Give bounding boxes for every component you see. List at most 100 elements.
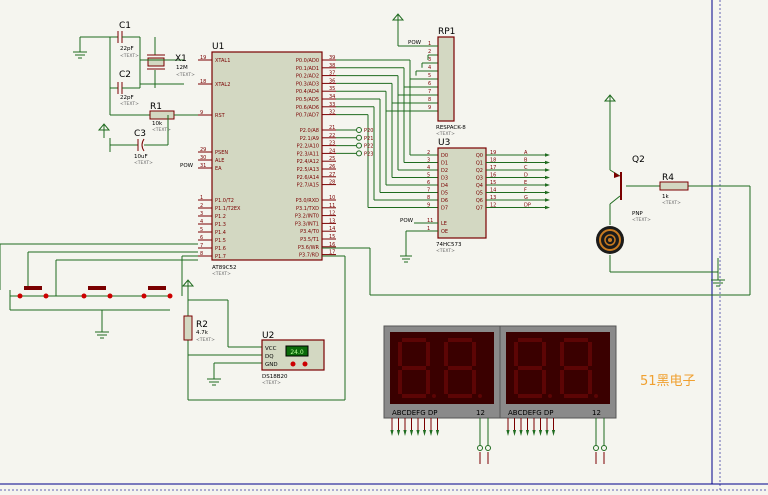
push-button-3[interactable]	[141, 286, 173, 299]
u3-q-pin: Q4	[476, 183, 483, 189]
u1-pin-num: 12	[329, 211, 335, 217]
u1-pin-num: 27	[329, 172, 335, 178]
u1-pin-num: 29	[200, 147, 206, 153]
u3-ctrl-pin: LE	[441, 221, 447, 227]
segment	[444, 370, 448, 394]
u1-pin-num: 14	[329, 226, 335, 232]
u2-text: <TEXT>	[262, 380, 281, 386]
segment	[564, 394, 588, 398]
p2-net-label: P22	[364, 144, 373, 150]
c3-ref: C3	[134, 129, 146, 139]
segment-dp	[594, 394, 598, 398]
segment	[514, 342, 518, 366]
mcu-u1[interactable]: U1 AT89C52 <TEXT> XTAL119XTAL218RST9PSEN…	[198, 42, 336, 277]
u1-pin-name: ALE	[215, 158, 224, 164]
buzzer[interactable]	[596, 226, 624, 254]
segment	[472, 342, 476, 366]
power-arrow-reset	[97, 123, 111, 138]
capacitor-c3[interactable]: C3 10uF <TEXT>	[109, 115, 169, 166]
u1-pin-name: P1.3	[215, 222, 226, 228]
u1-pin-name: P0.3/AD3	[296, 81, 319, 87]
u3-q-pin: Q0	[476, 153, 483, 159]
u1-pin-name: P3.7/RD	[299, 253, 319, 259]
transistor-q2[interactable]: Q2 PNP <TEXT>	[614, 155, 651, 223]
u1-pin-name: P2.5/A13	[297, 167, 319, 173]
r1-text: <TEXT>	[152, 127, 171, 133]
segment	[542, 342, 546, 366]
segment-dp	[432, 394, 436, 398]
u1-pin-num: 37	[329, 71, 335, 77]
r4-text: <TEXT>	[662, 200, 681, 206]
u1-pin-num: 35	[329, 86, 335, 92]
push-button-1[interactable]	[17, 286, 49, 299]
u3-output-label: B	[524, 158, 528, 164]
u3-ref: U3	[438, 138, 450, 148]
display-digit-label: 12	[476, 409, 485, 417]
segment	[472, 370, 476, 394]
crystal-x1[interactable]: X1 12M <TEXT>	[139, 37, 195, 88]
u1-pin-num: 26	[329, 164, 335, 170]
ground-symbol-crystal	[73, 36, 111, 88]
u3-output-label: D	[524, 173, 528, 179]
u1-pin-name: P3.2/INT0	[295, 214, 319, 220]
resistor-r1[interactable]: R1 10k <TEXT>	[109, 88, 198, 133]
segment	[518, 338, 542, 342]
resistor-r4[interactable]: R4 1k <TEXT>	[659, 173, 689, 206]
capacitor-c1[interactable]: C1 22pF <TEXT>	[110, 21, 140, 59]
u1-pin-name: P1.1/T2EX	[215, 206, 241, 212]
u3-q-num: 18	[490, 158, 496, 164]
u1-pin-num: 31	[200, 163, 206, 169]
c1-value: 22pF	[120, 46, 134, 52]
u1-pin-name: P0.0/AD0	[296, 58, 319, 64]
u1-pin-name: P3.5/T1	[300, 237, 319, 243]
c2-value: 22pF	[120, 95, 134, 101]
segment	[518, 366, 542, 370]
u1-pin-num: 18	[200, 79, 206, 85]
capacitor-c2[interactable]: C2 22pF <TEXT>	[110, 70, 140, 107]
resistor-r2[interactable]: R2 4.7k <TEXT>	[183, 315, 215, 343]
u1-pin-num: 17	[329, 250, 335, 256]
segment	[398, 370, 402, 394]
u1-pin-name: P0.2/AD2	[296, 74, 319, 80]
u1-pin-num: 32	[329, 110, 335, 116]
rp1-pin-num: 2	[428, 49, 431, 55]
q2-value: PNP	[632, 211, 643, 217]
u1-pin-name: P3.4/T0	[300, 229, 319, 235]
buzzer-drive-wire	[322, 247, 750, 296]
u3-d-num: 9	[427, 203, 430, 209]
u1-pin-num: 33	[329, 102, 335, 108]
u3-d-pin: D0	[441, 153, 448, 159]
c3-text: <TEXT>	[134, 160, 153, 166]
r4-value: 1k	[662, 194, 669, 200]
u2-pin-vcc: VCC	[265, 346, 277, 352]
segment	[398, 342, 402, 366]
r2-text: <TEXT>	[196, 337, 215, 343]
p0-bus-wires	[336, 54, 438, 208]
u1-pin-num: 3	[200, 211, 203, 217]
u3-q-num: 15	[490, 180, 496, 186]
u1-pin-num: 23	[329, 141, 335, 147]
u1-pin-name: P0.1/AD1	[296, 66, 319, 72]
sensor-u2[interactable]: U2 VCC DQ GND 24.0 DS18B20 <TEXT>	[261, 331, 325, 386]
rp1-pin-num: 3	[428, 57, 431, 63]
x1-text: <TEXT>	[176, 72, 195, 78]
u1-pin-name: RST	[215, 113, 226, 119]
segment	[448, 394, 472, 398]
u1-pin-name: EA	[215, 166, 222, 172]
u3-d-pin: D1	[441, 161, 448, 167]
u1-pin-name: P1.7	[215, 254, 226, 260]
u1-pin-name: XTAL1	[215, 58, 230, 64]
x1-ref: X1	[175, 54, 187, 64]
u1-pin-name: P0.5/AD5	[296, 97, 319, 103]
u1-text: <TEXT>	[212, 271, 231, 277]
u3-d-num: 2	[427, 150, 430, 156]
u3-output-label: F	[524, 188, 527, 194]
u3-q-num: 19	[490, 150, 496, 156]
u1-pin-name: P3.3/INT1	[295, 221, 319, 227]
push-button-2[interactable]	[81, 286, 113, 299]
u3-d-num: 7	[427, 188, 430, 194]
